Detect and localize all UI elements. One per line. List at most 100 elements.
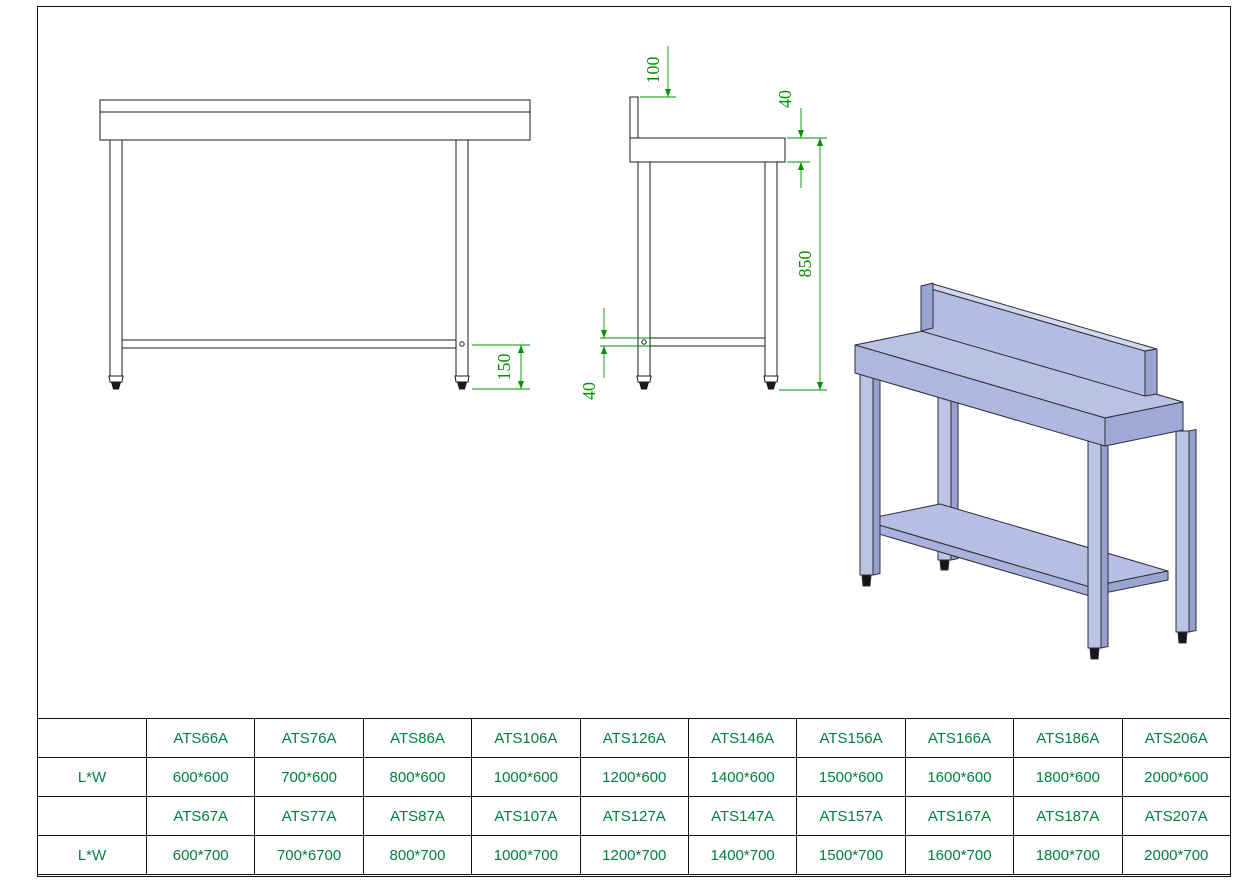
arrow-icon <box>817 138 823 146</box>
dimension-lines <box>472 46 827 391</box>
cell-size: 1500*700 <box>796 835 906 875</box>
side-front-leg <box>764 161 778 377</box>
side-back-foot <box>636 375 652 383</box>
iso-undershelf-top <box>861 503 1169 588</box>
side-view-drawing <box>629 96 786 390</box>
cell-size: 1600*600 <box>904 757 1015 797</box>
cell-size: 600*600 <box>145 757 256 797</box>
dim-label-worktop-thickness: 40 <box>775 90 795 108</box>
cell-size: 1500*600 <box>796 757 906 797</box>
table-row-models-600: ATS66A ATS76A ATS86A ATS106A ATS126A ATS… <box>37 718 1232 758</box>
cell-size: 800*700 <box>362 835 473 875</box>
front-shelf-mount-hole <box>459 341 465 347</box>
cell-model: ATS156A <box>796 718 906 758</box>
cell-size: 2000*600 <box>1121 757 1232 797</box>
side-backsplash <box>629 96 639 139</box>
front-left-foot <box>108 375 124 383</box>
cell-size: 1400*600 <box>687 757 798 797</box>
side-front-foot <box>763 375 779 383</box>
iso-worktop-apron-end <box>1104 401 1184 447</box>
cell-model: ATS126A <box>579 718 689 758</box>
cell-model: ATS187A <box>1013 796 1123 836</box>
cell-model: ATS87A <box>362 796 473 836</box>
front-worktop <box>99 99 531 141</box>
cell-model: ATS86A <box>362 718 473 758</box>
arrow-icon <box>817 382 823 390</box>
arrow-icon <box>601 330 607 338</box>
row-label: L*W <box>37 835 147 875</box>
arrow-icon <box>518 345 524 353</box>
table-row-models-700: ATS67A ATS77A ATS87A ATS107A ATS127A ATS… <box>37 796 1232 836</box>
side-back-foot-pad <box>638 381 650 390</box>
cell-size: 1600*700 <box>904 835 1015 875</box>
cell-model: ATS106A <box>471 718 581 758</box>
side-worktop <box>629 137 786 163</box>
front-right-leg <box>455 139 469 377</box>
row-label <box>37 718 147 758</box>
cell-model: ATS206A <box>1121 718 1232 758</box>
cell-size: 1200*600 <box>579 757 689 797</box>
cell-size: 1200*700 <box>579 835 689 875</box>
dim-label-overall-height: 850 <box>795 251 815 278</box>
side-shelf-mount-hole <box>641 339 647 345</box>
iso-backsplash-right-end <box>1144 348 1158 397</box>
cell-model: ATS186A <box>1013 718 1123 758</box>
table-row-sizes-700: L*W 600*700 700*6700 800*700 1000*700 12… <box>37 835 1232 875</box>
iso-front-right-leg <box>1087 440 1102 649</box>
front-view-drawing <box>99 99 531 390</box>
iso-front-left-foot <box>861 574 872 587</box>
dim-label-shelf-thickness: 40 <box>579 382 599 400</box>
iso-back-right-foot <box>1177 631 1188 644</box>
cell-size: 700*600 <box>254 757 364 797</box>
isometric-view <box>854 282 1197 660</box>
cell-size: 1000*700 <box>471 835 581 875</box>
cell-model: ATS76A <box>254 718 364 758</box>
cell-model: ATS166A <box>904 718 1015 758</box>
iso-front-left-leg <box>859 373 874 576</box>
cell-model: ATS207A <box>1121 796 1232 836</box>
arrow-icon <box>665 89 671 97</box>
cell-model: ATS167A <box>904 796 1015 836</box>
table-row-sizes-600: L*W 600*600 700*600 800*600 1000*600 120… <box>37 757 1232 797</box>
drawing-sheet-frame <box>37 6 1231 877</box>
technical-drawings: 150 100 40 850 40 <box>99 46 1197 660</box>
cell-model: ATS66A <box>145 718 256 758</box>
iso-back-left-foot <box>939 559 950 571</box>
spec-table: ATS66A ATS76A ATS86A ATS106A ATS126A ATS… <box>37 718 1232 875</box>
cell-size: 1000*600 <box>471 757 581 797</box>
iso-front-right-leg-side <box>1100 439 1109 649</box>
cell-size: 800*600 <box>362 757 473 797</box>
cell-model: ATS157A <box>796 796 906 836</box>
front-right-foot <box>454 375 470 383</box>
side-front-foot-pad <box>765 381 777 390</box>
cell-model: ATS67A <box>145 796 256 836</box>
cell-model: ATS107A <box>471 796 581 836</box>
cell-size: 1800*600 <box>1013 757 1123 797</box>
iso-front-left-leg-side <box>872 372 881 576</box>
dim-label-shelf-to-ground: 150 <box>494 354 514 381</box>
iso-front-right-foot <box>1089 647 1100 660</box>
iso-back-right-leg-side <box>1188 429 1197 633</box>
front-right-foot-pad <box>456 381 468 390</box>
cell-size: 600*700 <box>145 835 256 875</box>
arrow-icon <box>798 130 804 138</box>
arrow-icon <box>798 162 804 170</box>
cell-size: 1400*700 <box>687 835 798 875</box>
cell-size: 700*6700 <box>254 835 364 875</box>
cell-size: 1800*700 <box>1013 835 1123 875</box>
cell-size: 2000*700 <box>1121 835 1232 875</box>
cell-model: ATS127A <box>579 796 689 836</box>
dimension-labels: 150 100 40 850 40 <box>494 57 815 401</box>
iso-backsplash-left-end <box>920 282 934 332</box>
front-left-leg <box>109 139 123 377</box>
cell-model: ATS77A <box>254 796 364 836</box>
row-label <box>37 796 147 836</box>
dim-label-backsplash-height: 100 <box>643 57 663 84</box>
cell-model: ATS147A <box>687 796 798 836</box>
cell-model: ATS146A <box>687 718 798 758</box>
arrow-icon <box>601 346 607 354</box>
arrow-icon <box>518 381 524 389</box>
row-label: L*W <box>37 757 147 797</box>
iso-back-right-leg <box>1175 430 1190 633</box>
front-left-foot-pad <box>110 381 122 390</box>
